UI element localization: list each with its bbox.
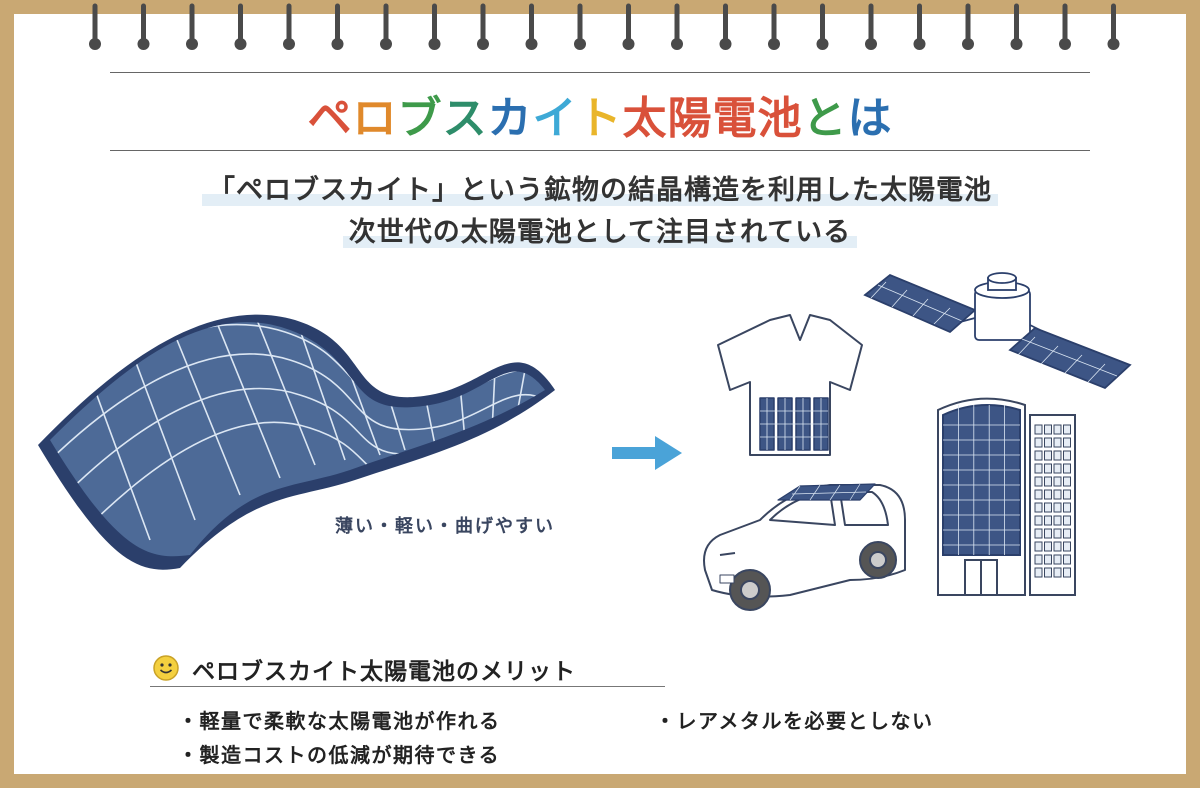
spiral-ring (913, 3, 926, 50)
spiral-ring (525, 3, 538, 50)
title-char: ペ (307, 93, 353, 144)
satellite-illustration (863, 272, 1132, 390)
smiley-icon (153, 655, 179, 681)
spiral-ring (962, 3, 974, 50)
title-char: 池 (757, 93, 803, 144)
spiral-ring (380, 3, 392, 50)
spiral-ring (331, 3, 344, 50)
merit-item: ・レアメタルを必要としない (655, 709, 934, 733)
spiral-ring (283, 3, 295, 50)
spiral-ring (671, 3, 683, 50)
merit-item: ・製造コストの低減が期待できる (178, 743, 501, 767)
arrow-right-icon (612, 436, 682, 470)
spiral-ring (234, 3, 247, 50)
title-char: 電 (712, 93, 758, 144)
title-char: カ (487, 93, 533, 144)
spiral-ring (1107, 3, 1120, 50)
spiral-binding (89, 3, 1120, 50)
sheet-caption: 薄い・軽い・曲げやすい (335, 516, 555, 537)
title-rule-top (110, 72, 1090, 73)
title-rule-bottom (110, 150, 1090, 151)
merit-item: ・軽量で柔軟な太陽電池が作れる (178, 709, 501, 733)
buildings-illustration (937, 397, 1076, 596)
spiral-ring (719, 3, 732, 50)
title-char: ト (577, 93, 623, 144)
merits-heading-row: ペロブスカイト太陽電池のメリット (150, 650, 665, 687)
lead-line-2: 次世代の太陽電池として注目されている (0, 210, 1200, 249)
spiral-ring (137, 3, 150, 50)
title-char: は (847, 93, 893, 144)
spiral-ring (186, 3, 198, 50)
spiral-ring (1059, 3, 1071, 50)
spiral-ring (1010, 3, 1023, 50)
page-title: ペロブスカイト太陽電池とは (0, 82, 1200, 146)
spiral-ring (622, 3, 635, 50)
flexible-solar-sheet (38, 314, 555, 570)
title-char: ブ (397, 93, 443, 144)
title-char: イ (532, 93, 578, 144)
tshirt-illustration (717, 314, 863, 456)
spiral-ring (816, 3, 829, 50)
spiral-ring (89, 3, 101, 50)
title-char: 太 (622, 93, 668, 144)
car-illustration (703, 483, 906, 611)
spiral-ring (477, 3, 489, 50)
lead-line-1: 「ペロブスカイト」という鉱物の結晶構造を利用した太陽電池 (0, 168, 1200, 207)
spiral-ring (574, 3, 586, 50)
title-char: 陽 (667, 93, 713, 144)
spiral-ring (428, 3, 441, 50)
title-char: と (802, 93, 848, 144)
lead-line-1-text: 「ペロブスカイト」という鉱物の結晶構造を利用した太陽電池 (202, 175, 998, 206)
title-char: ロ (352, 93, 398, 144)
spiral-ring (865, 3, 877, 50)
lead-line-2-text: 次世代の太陽電池として注目されている (342, 217, 858, 248)
merits-heading: ペロブスカイト太陽電池のメリット (192, 659, 576, 685)
title-char: ス (442, 93, 488, 144)
spiral-ring (768, 3, 780, 50)
